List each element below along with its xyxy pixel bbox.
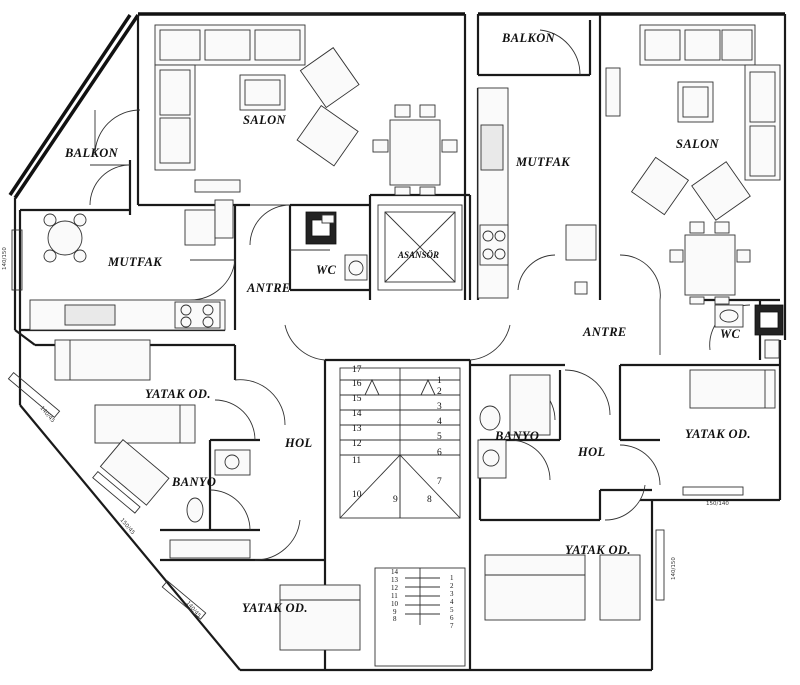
step-10: 10 (352, 490, 362, 500)
room-label-right-salon: SALON (676, 137, 720, 151)
lstep-11: 11 (391, 592, 398, 600)
window-tag-4: 140/45 (184, 600, 201, 619)
right-kitchen-furniture (477, 87, 597, 299)
step-13: 13 (352, 424, 362, 434)
left-salon-furniture (154, 24, 458, 196)
step-14: 14 (352, 409, 362, 419)
room-label-asansor: ASANSÖR (397, 250, 439, 260)
room-label-right-balkon: BALKON (501, 31, 556, 45)
room-label-right-hol: HOL (577, 445, 606, 459)
lstep-4: 4 (450, 598, 454, 606)
stair-numbers: 17 16 15 14 13 12 11 10 9 8 7 6 5 4 3 2 … (352, 365, 454, 630)
step-11: 11 (352, 456, 361, 466)
room-label-left-salon: SALON (243, 113, 287, 127)
windows (7, 13, 744, 620)
room-label-left-balkon: BALKON (64, 146, 119, 160)
right-bathroom-fixtures (477, 374, 551, 479)
step-3: 3 (437, 402, 442, 412)
room-label-right-yatak-1: YATAK OD. (685, 427, 751, 441)
step-4: 4 (437, 417, 442, 427)
room-label-right-yatak-2: YATAK OD. (565, 543, 631, 557)
lstep-13: 13 (391, 576, 399, 584)
room-label-left-yatak-2: YATAK OD. (242, 601, 308, 615)
left-kitchen-furniture (29, 199, 234, 331)
outer-walls (8, 12, 787, 672)
lstep-3: 3 (450, 590, 454, 598)
lstep-8: 8 (393, 615, 397, 623)
lstep-14: 14 (391, 568, 399, 576)
right-bedroom-furniture (484, 369, 776, 621)
window-tag-6: 140/150 (671, 557, 677, 580)
room-label-left-banyo: BANYO (171, 475, 216, 489)
step-2: 2 (437, 387, 442, 397)
room-labels: BALKON SALON MUTFAK ANTRE WC ASANSÖR YAT… (64, 31, 751, 615)
step-15: 15 (352, 394, 362, 404)
lstep-9: 9 (393, 608, 397, 616)
lstep-2: 2 (450, 582, 454, 590)
lstep-10: 10 (391, 600, 399, 608)
lower-staircase (374, 567, 466, 667)
room-label-right-wc: WC (720, 327, 741, 341)
lstep-7: 7 (450, 622, 454, 630)
window-tag-2: 140/45 (38, 405, 55, 424)
step-7: 7 (437, 477, 442, 487)
room-label-right-mutfak: MUTFAK (515, 155, 571, 169)
window-tag-1: 140/150 (2, 247, 8, 270)
room-label-left-antre: ANTRE (246, 281, 291, 295)
room-label-left-mutfak: MUTFAK (107, 255, 163, 269)
room-label-right-antre: ANTRE (582, 325, 627, 339)
step-6: 6 (437, 448, 442, 458)
lstep-12: 12 (391, 584, 399, 592)
left-bedroom-furniture (54, 339, 361, 651)
step-5: 5 (437, 432, 442, 442)
upper-staircase (339, 367, 461, 519)
step-16: 16 (352, 379, 362, 389)
step-9: 9 (393, 495, 398, 505)
step-1: 1 (437, 376, 442, 386)
step-17: 17 (352, 365, 362, 375)
doors (89, 29, 751, 561)
room-label-left-wc: WC (316, 263, 337, 277)
room-label-left-hol: HOL (284, 436, 313, 450)
room-label-right-banyo: BANYO (494, 429, 539, 443)
lstep-6: 6 (450, 614, 454, 622)
lstep-5: 5 (450, 606, 454, 614)
right-salon-furniture (605, 24, 781, 305)
left-wc-fixtures (305, 211, 368, 281)
step-12: 12 (352, 439, 362, 449)
room-label-left-yatak-1: YATAK OD. (145, 387, 211, 401)
step-8: 8 (427, 495, 432, 505)
window-tag-5: 150/140 (706, 501, 729, 507)
lstep-1: 1 (450, 574, 454, 582)
left-bathroom-fixtures (99, 439, 251, 523)
right-wc-fixtures (714, 304, 784, 359)
